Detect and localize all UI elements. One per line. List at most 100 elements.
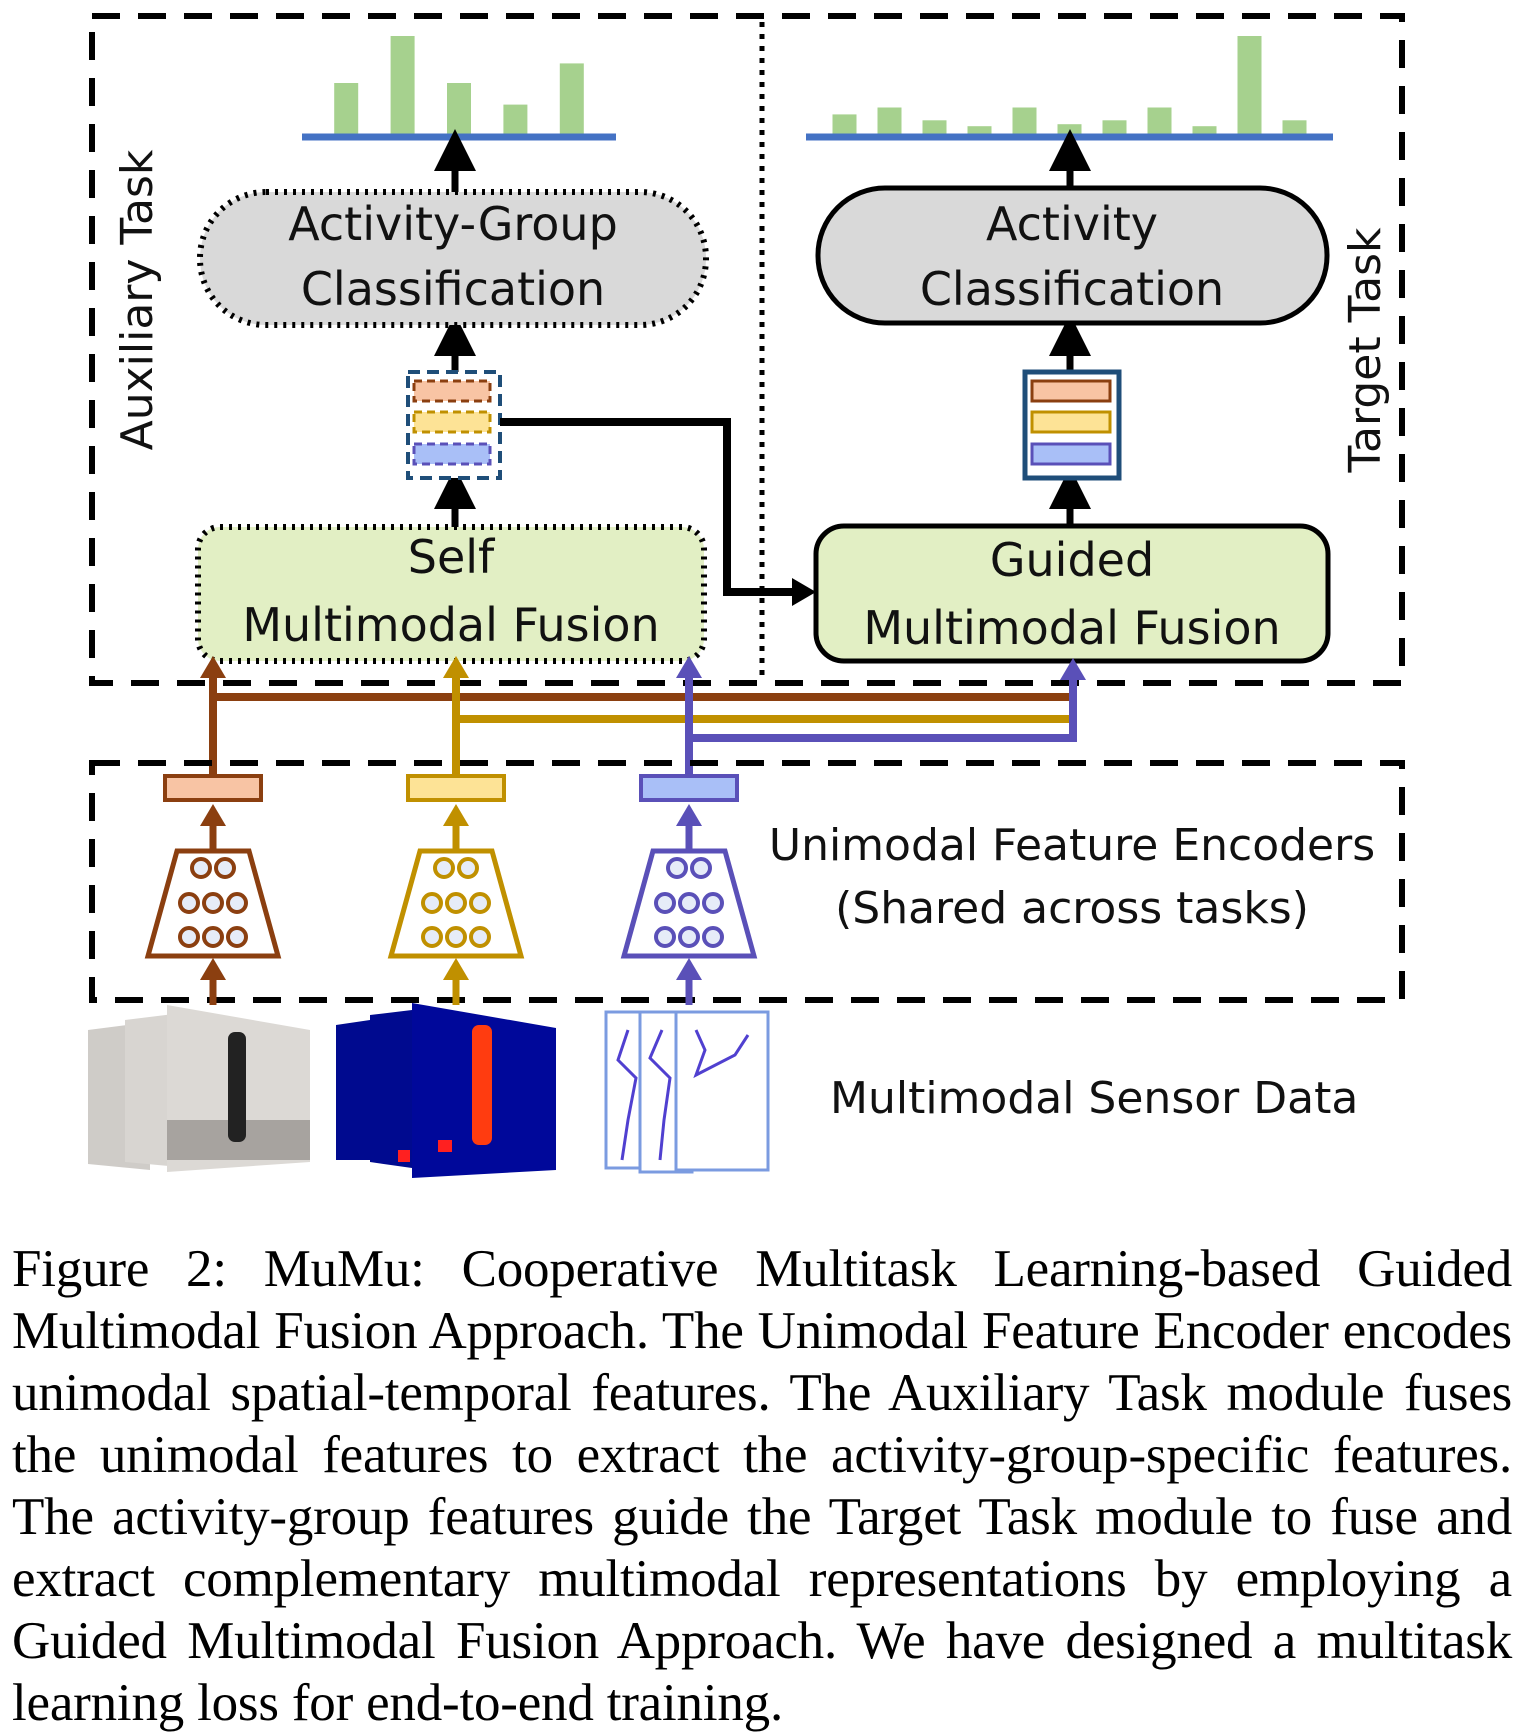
target-histogram-bar bbox=[1282, 120, 1307, 134]
depth-person bbox=[472, 1025, 492, 1145]
guidance-arrowhead bbox=[792, 578, 816, 606]
encoder-output-arrowhead bbox=[443, 804, 469, 826]
neuron bbox=[445, 926, 467, 948]
route-skeleton bbox=[685, 672, 1077, 790]
neuron bbox=[678, 892, 700, 914]
depth-frame-1 bbox=[336, 1020, 370, 1160]
neuron bbox=[226, 892, 248, 914]
target-task-label: Target Task bbox=[1340, 227, 1391, 474]
guided-fusion-line2: Multimodal Fusion bbox=[863, 601, 1280, 655]
target-histogram-bar bbox=[922, 120, 947, 134]
target-output-histogram bbox=[806, 36, 1333, 141]
target-histogram-bar bbox=[1147, 107, 1172, 134]
neuron bbox=[702, 892, 724, 914]
neuron bbox=[202, 892, 224, 914]
neuron bbox=[226, 926, 248, 948]
encoders-label-line2: (Shared across tasks) bbox=[835, 883, 1309, 934]
target-histogram-bar bbox=[1237, 36, 1262, 134]
self-multimodal-fusion bbox=[195, 524, 707, 664]
neuron bbox=[469, 926, 491, 948]
neuron bbox=[457, 857, 479, 879]
neuron bbox=[421, 926, 443, 948]
activity-group-classifier-line2: Classification bbox=[301, 262, 605, 316]
route-depth bbox=[452, 715, 1075, 790]
encoder-skeleton bbox=[620, 774, 758, 1005]
neuron bbox=[445, 892, 467, 914]
architecture-diagram: Auxiliary Task Target Task Activity-Grou… bbox=[88, 13, 1405, 1178]
neuron bbox=[702, 926, 724, 948]
unimodal-feature-box bbox=[639, 774, 739, 802]
arrowhead-guided-fusion bbox=[1060, 658, 1086, 680]
sensor-data-label: Multimodal Sensor Data bbox=[830, 1073, 1358, 1124]
depth-frame-2 bbox=[370, 1010, 412, 1168]
activity-group-classifier bbox=[197, 189, 709, 328]
target-histogram-bar bbox=[967, 126, 992, 134]
neuron bbox=[190, 857, 212, 879]
sensor-input-arrowhead bbox=[676, 958, 702, 980]
guided-fusion-line1: Guided bbox=[990, 533, 1154, 587]
depth-object-1 bbox=[398, 1150, 410, 1162]
aux-output-histogram bbox=[302, 36, 616, 141]
neuron bbox=[214, 857, 236, 879]
self-fusion-line1: Self bbox=[408, 530, 496, 584]
neuron bbox=[678, 926, 700, 948]
encoder-output-arrowhead bbox=[676, 804, 702, 826]
neuron bbox=[666, 857, 688, 879]
encoders-label-line1: Unimodal Feature Encoders bbox=[769, 820, 1375, 871]
guidance-connector bbox=[500, 418, 796, 596]
target-feature-skeleton bbox=[1030, 442, 1112, 466]
encoder-depth bbox=[387, 774, 525, 1005]
target-histogram-bar bbox=[1192, 126, 1217, 134]
aux-feature-depth bbox=[412, 410, 492, 434]
target-histogram-bar bbox=[1102, 120, 1127, 134]
aux-histogram-bar bbox=[503, 104, 528, 134]
arrowhead-skeleton-self bbox=[676, 656, 702, 678]
neuron bbox=[433, 857, 455, 879]
skeleton-frames bbox=[604, 1010, 770, 1174]
rgb-frames bbox=[88, 1005, 310, 1172]
figure-caption: Figure 2: MuMu: Cooperative Multitask Le… bbox=[12, 1240, 1512, 1732]
aux-histogram-bar bbox=[447, 83, 471, 134]
skeleton-figure-2 bbox=[648, 1029, 672, 1161]
aux-histogram-bar bbox=[559, 63, 584, 134]
skeleton-figure-3 bbox=[693, 1029, 750, 1079]
modality-routing bbox=[200, 656, 1086, 790]
target-feature-rgb bbox=[1030, 379, 1112, 403]
aux-feature-skeleton bbox=[412, 442, 492, 466]
activity-classifier-line1: Activity bbox=[986, 197, 1158, 251]
encoder-rgb-video bbox=[144, 774, 282, 1005]
depth-frames bbox=[336, 1003, 556, 1178]
neuron bbox=[178, 892, 200, 914]
target-histogram-bar bbox=[1057, 124, 1082, 134]
encoder-group bbox=[144, 774, 758, 1005]
unimodal-feature-box bbox=[163, 774, 263, 802]
sensor-input-arrowhead bbox=[443, 958, 469, 980]
neuron bbox=[178, 926, 200, 948]
depth-object-2 bbox=[438, 1140, 452, 1152]
unimodal-feature-box bbox=[406, 774, 506, 802]
neuron bbox=[654, 892, 676, 914]
auxiliary-task-label: Auxiliary Task bbox=[112, 149, 163, 450]
target-histogram-bar bbox=[832, 114, 857, 134]
neuron bbox=[690, 857, 712, 879]
activity-group-classifier-line1: Activity-Group bbox=[288, 197, 618, 251]
target-histogram-bar bbox=[877, 107, 902, 134]
encoders-region-border bbox=[89, 760, 1405, 1003]
aux-histogram-bar bbox=[334, 83, 359, 134]
skeleton-frame-3 bbox=[674, 1010, 770, 1172]
neuron bbox=[654, 926, 676, 948]
encoder-output-arrowhead bbox=[200, 804, 226, 826]
self-fusion-line2: Multimodal Fusion bbox=[242, 598, 659, 652]
skeleton-figure-1 bbox=[616, 1029, 638, 1161]
aux-histogram-bar bbox=[390, 36, 415, 134]
activity-classifier bbox=[815, 185, 1330, 326]
task-region-border bbox=[89, 13, 1405, 686]
arrowhead-depth-self bbox=[443, 656, 469, 678]
neuron bbox=[202, 926, 224, 948]
activity-classifier-line2: Classification bbox=[920, 262, 1224, 316]
rgb-person bbox=[228, 1032, 246, 1142]
arrowhead-rgb-self bbox=[200, 656, 226, 678]
neuron bbox=[421, 892, 443, 914]
aux-feature-rgb bbox=[412, 379, 492, 403]
target-histogram-bar bbox=[1012, 107, 1037, 134]
